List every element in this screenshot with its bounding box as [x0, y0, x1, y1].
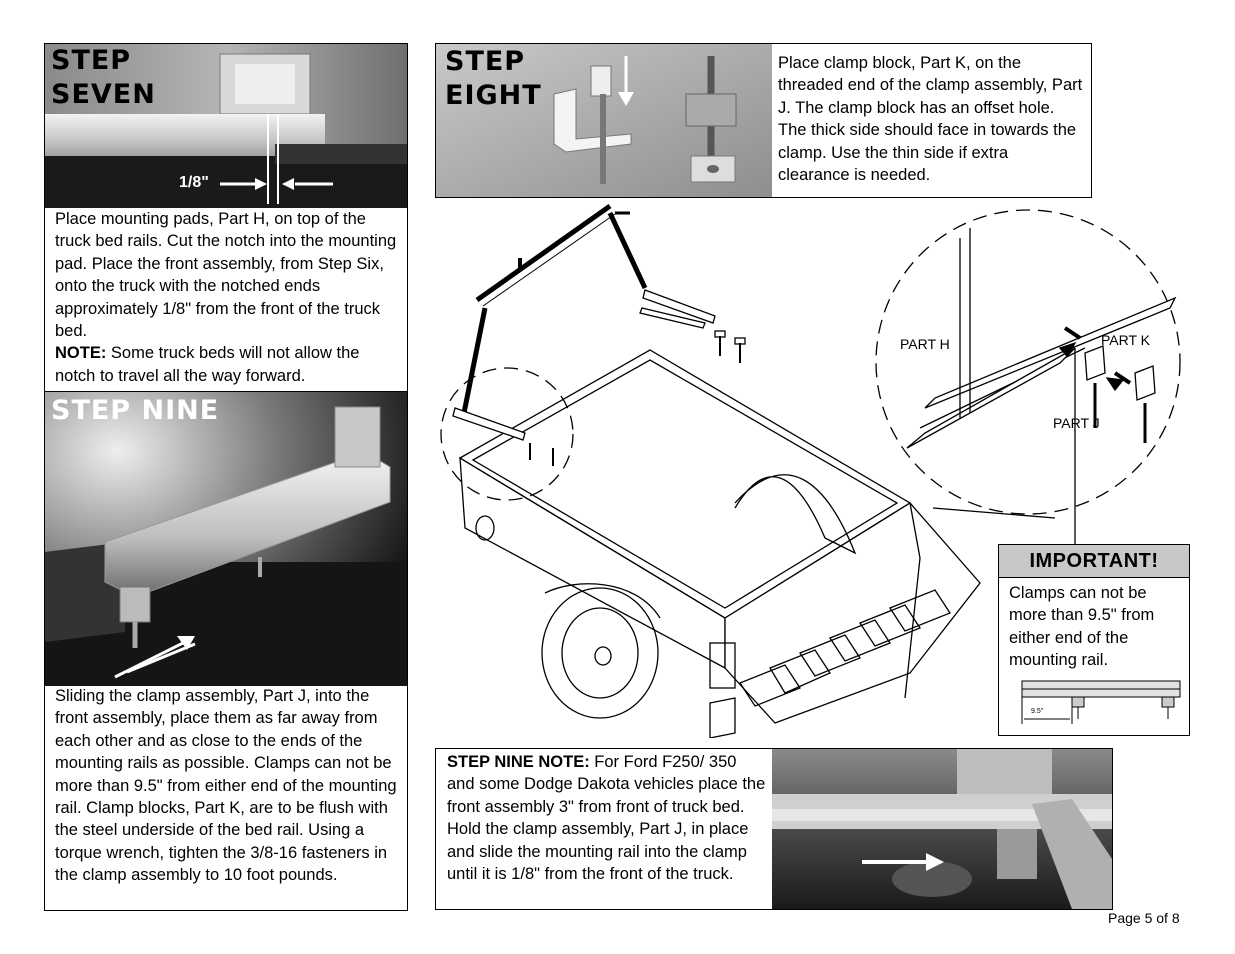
important-panel: IMPORTANT! Clamps can not be more than 9…	[998, 544, 1190, 736]
step-seven-text: Place mounting pads, Part H, on top of t…	[55, 208, 400, 387]
rail-measure-label: 9.5"	[1031, 708, 1044, 715]
step-eight-title-line1: STEP	[445, 46, 526, 77]
step-eight-text: Place clamp block, Part K, on the thread…	[778, 54, 1083, 185]
page-number: Page 5 of 8	[1108, 910, 1180, 926]
step-nine-panel: STEP NINE Sliding the clamp assembly, Pa…	[44, 391, 408, 911]
mounting-rail-diagram	[1021, 680, 1181, 724]
slide-rail-photo-illustration	[772, 749, 1112, 909]
right-zoom-circle	[875, 209, 1181, 515]
step-nine-note-panel: STEP NINE NOTE: For Ford F250/ 350 and s…	[435, 748, 1113, 910]
step-nine-photo	[45, 392, 407, 686]
step-seven-note-text: Some truck beds will not allow the notch…	[55, 344, 360, 385]
step-nine-note-label: STEP NINE NOTE:	[447, 753, 590, 771]
step-eight-panel: STEP EIGHT Place clamp block, Part K, on…	[435, 43, 1092, 198]
important-text: Clamps can not be more than 9.5" from ei…	[1009, 584, 1155, 670]
clamp-block-photo-illustration	[436, 44, 772, 197]
step-seven-photo: 1/8"	[45, 44, 407, 208]
step-eight-photo	[436, 44, 772, 197]
step-nine-note-photo	[772, 749, 1112, 909]
important-title: IMPORTANT!	[999, 545, 1189, 578]
mounting-pad-photo-illustration	[45, 44, 407, 208]
step-seven-note-label: NOTE:	[55, 344, 107, 363]
step-seven-title-line1: STEP	[51, 45, 132, 76]
step-nine-note-text: STEP NINE NOTE: For Ford F250/ 350 and s…	[447, 751, 767, 885]
step-seven-panel: 1/8" STEP SEVEN Place mounting pads, Par…	[44, 43, 408, 393]
wheel	[541, 587, 659, 719]
assembly-diagram	[440, 203, 1181, 738]
step-nine-note-body: For Ford F250/ 350 and some Dodge Dakota…	[447, 753, 766, 884]
clamp-assembly-photo-illustration	[45, 392, 407, 686]
part-k-label: PART K	[1101, 332, 1151, 348]
step-eight-title-line2: EIGHT	[445, 80, 542, 111]
measure-label: 1/8"	[179, 174, 209, 191]
step-seven-title-line2: SEVEN	[51, 79, 156, 110]
part-j-label: PART J	[1053, 415, 1100, 431]
step-nine-title: STEP NINE	[51, 395, 220, 426]
step-nine-text: Sliding the clamp assembly, Part J, into…	[55, 687, 397, 885]
part-h-label: PART H	[900, 336, 950, 352]
left-detail-circle	[440, 367, 574, 501]
step-seven-body: Place mounting pads, Part H, on top of t…	[55, 210, 397, 341]
